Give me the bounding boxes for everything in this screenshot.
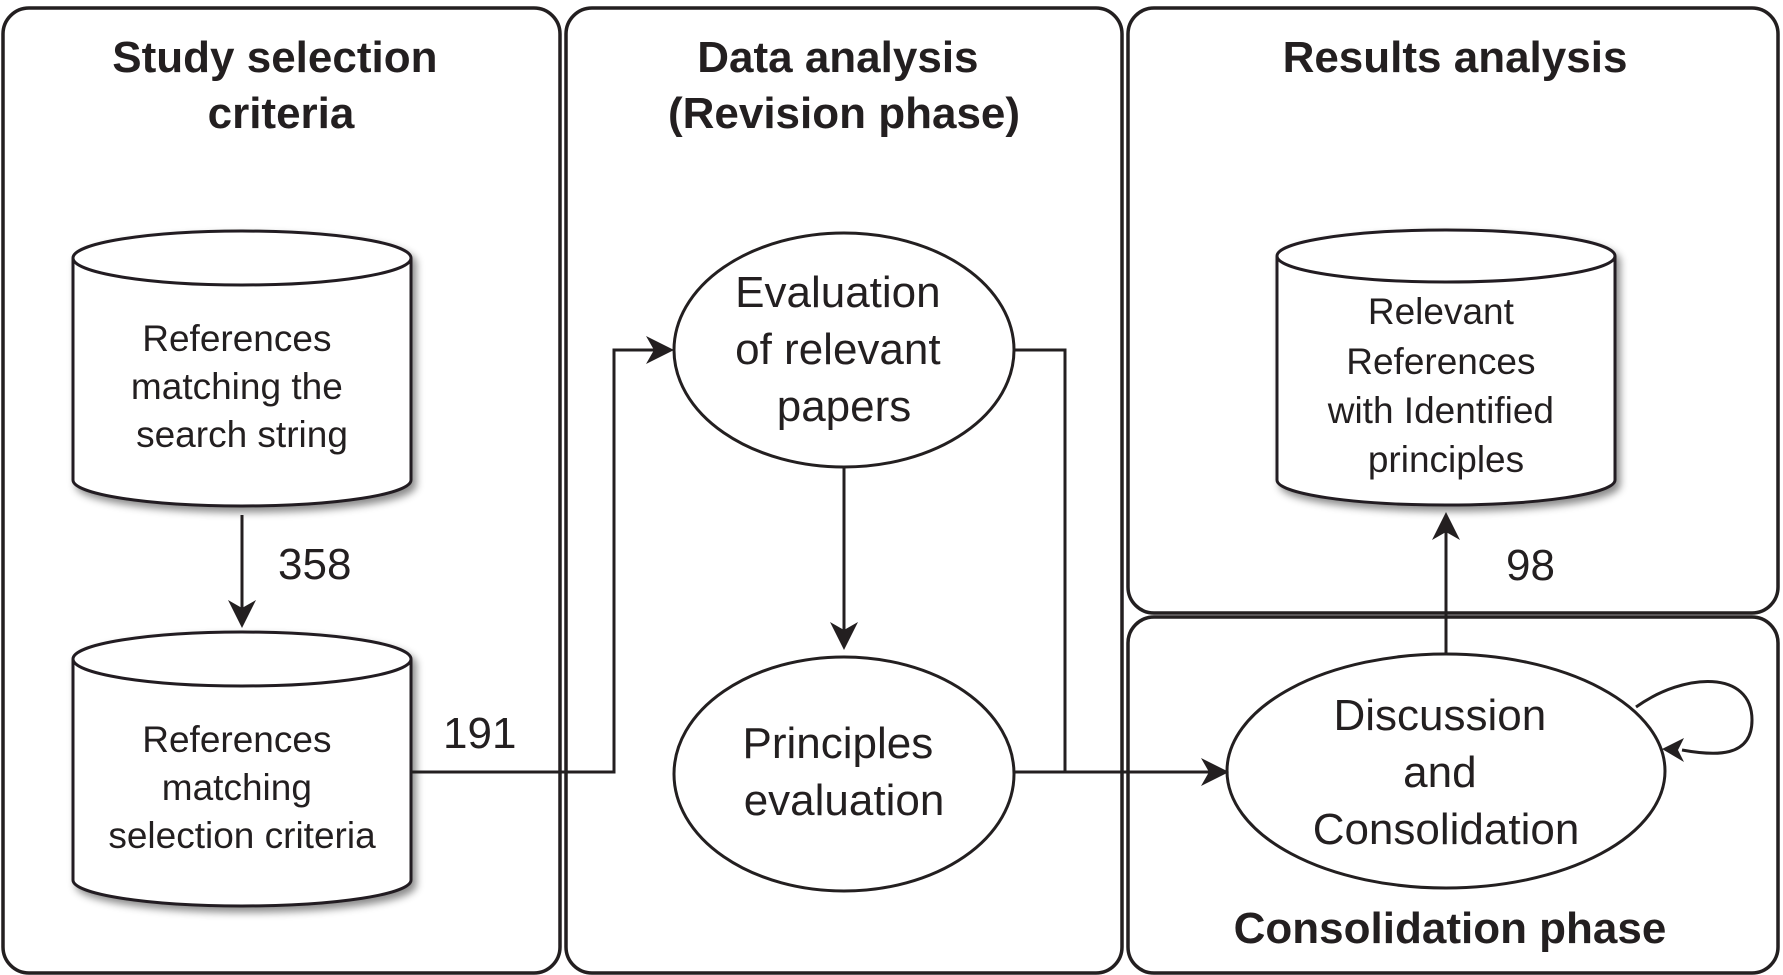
data-analysis-title: Data analysis (Revision phase) <box>668 33 1020 138</box>
edge-evaluation-to-principles-arrowhead <box>830 622 858 650</box>
label-98: 98 <box>1506 541 1555 590</box>
edge-discussion-self-loop-arrowhead <box>1662 738 1684 762</box>
selected-references-database <box>71 630 413 908</box>
principles-evaluation-label: Principles evaluation <box>743 719 946 825</box>
study-selection-title: Study selection criteria <box>112 33 449 138</box>
edge-discussion-to-relevant-arrowhead <box>1432 512 1460 540</box>
edge-evaluation-to-junction <box>1014 348 1067 772</box>
relevant-references-database <box>1275 228 1617 507</box>
edge-selected-to-evaluation <box>411 348 660 774</box>
edge-principles-to-discussion-arrowhead <box>1201 758 1229 786</box>
label-358: 358 <box>278 540 351 589</box>
search-references-database <box>71 229 413 508</box>
edge-search-to-selected-arrowhead <box>228 600 256 628</box>
results-analysis-title: Results analysis <box>1283 33 1628 82</box>
principles-evaluation-node <box>672 655 1016 893</box>
edge-discussion-self-loop <box>1635 680 1754 755</box>
relevant-references-label: Relevant References with Identified prin… <box>1327 291 1565 480</box>
consolidation-phase-title: Consolidation phase <box>1234 904 1667 953</box>
selected-references-label: References matching selection criteria <box>108 719 376 856</box>
label-191: 191 <box>443 709 516 758</box>
discussion-consolidation-label: Discussion and Consolidation <box>1313 691 1580 854</box>
evaluation-label: Evaluation of relevant papers <box>735 268 953 431</box>
edge-selected-to-evaluation-arrowhead <box>646 336 674 364</box>
search-references-label: References matching the search string <box>131 318 353 455</box>
